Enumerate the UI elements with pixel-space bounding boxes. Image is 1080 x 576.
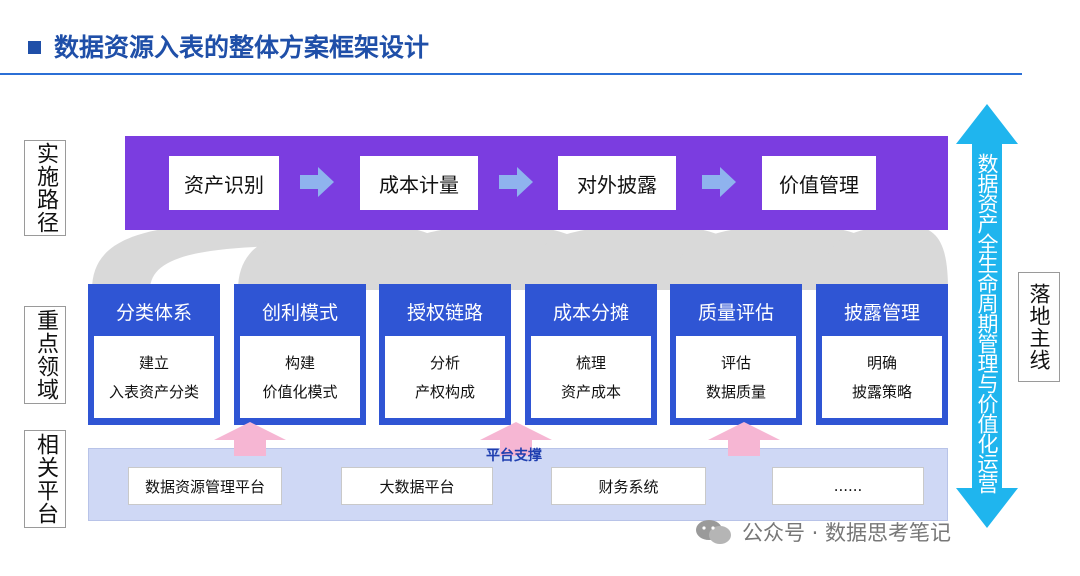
step-asset-identification: 资产识别 <box>169 156 279 210</box>
domain-card-body: 评估 数据质量 <box>676 336 796 418</box>
platform-item: 财务系统 <box>551 467 706 505</box>
step-cost-measurement: 成本计量 <box>360 156 478 210</box>
main-line-label-text: 落地主线 <box>1027 283 1051 371</box>
domain-card-authorization: 授权链路 分析 产权构成 <box>379 284 511 425</box>
domain-card-title: 授权链路 <box>406 302 483 324</box>
domain-card-body: 构建 价值化模式 <box>240 336 360 418</box>
domain-card-line: 分析 <box>429 354 460 372</box>
domain-card-title: 成本分摊 <box>552 302 629 324</box>
domain-card-line: 价值化模式 <box>262 383 338 401</box>
domain-card-body: 明确 披露策略 <box>822 336 942 418</box>
domain-card-title: 质量评估 <box>697 302 774 324</box>
up-arrow-icon <box>480 422 552 456</box>
platform-support-title: 平台支撑 <box>486 448 542 464</box>
page-title: 数据资源入表的整体方案框架设计 <box>54 33 430 62</box>
domain-card-line: 入表资产分类 <box>108 383 199 401</box>
domain-card-line: 明确 <box>866 354 897 372</box>
label-related-platforms-text: 相关平台 <box>33 433 58 525</box>
domain-card-body: 分析 产权构成 <box>385 336 505 418</box>
label-related-platforms: 相关平台 <box>24 430 66 528</box>
title-divider <box>0 73 1022 75</box>
domain-card-body: 建立 入表资产分类 <box>94 336 214 418</box>
platform-item: 大数据平台 <box>341 467 493 505</box>
platform-item: ...... <box>772 467 924 505</box>
platform-item: 数据资源管理平台 <box>128 467 282 505</box>
domain-card-line: 建立 <box>138 354 169 372</box>
up-arrow-icon <box>708 422 780 456</box>
domain-card-line: 披露策略 <box>851 383 912 401</box>
right-arrow-icon <box>300 167 334 197</box>
main-line-label: 落地主线 <box>1018 272 1060 382</box>
up-arrow-icon <box>214 422 286 456</box>
domain-card-line: 产权构成 <box>414 383 475 401</box>
step-value-management: 价值管理 <box>762 156 876 210</box>
watermark-text: 公众号 · 数据思考笔记 <box>742 521 952 545</box>
double-vertical-arrow-icon <box>956 104 1018 528</box>
label-implementation-path: 实施路径 <box>24 140 66 236</box>
label-key-domains-text: 重点领域 <box>33 309 58 401</box>
domain-card-classification: 分类体系 建立 入表资产分类 <box>88 284 220 425</box>
domain-card-line: 资产成本 <box>560 383 621 401</box>
domain-card-line: 构建 <box>284 354 315 372</box>
right-arrow-icon <box>499 167 533 197</box>
wechat-icon <box>696 520 731 544</box>
domain-card-cost-allocation: 成本分摊 梳理 资产成本 <box>525 284 657 425</box>
domain-card-disclosure: 披露管理 明确 披露策略 <box>816 284 948 425</box>
watermark: 公众号 · 数据思考笔记 <box>694 517 951 547</box>
domain-card-line: 数据质量 <box>705 383 766 401</box>
label-implementation-path-text: 实施路径 <box>33 142 58 234</box>
domain-card-title: 分类体系 <box>115 302 192 324</box>
domain-card-title: 创利模式 <box>261 302 338 324</box>
arch-connector <box>820 226 948 290</box>
step-external-disclosure: 对外披露 <box>558 156 676 210</box>
domain-card-profit-model: 创利模式 构建 价值化模式 <box>234 284 366 425</box>
domain-card-line: 梳理 <box>575 354 606 372</box>
main-line-arrow-text: 数据资产全生命周期管理与价值化运营 <box>975 153 999 493</box>
square-bullet-icon <box>28 41 41 54</box>
domain-card-body: 梳理 资产成本 <box>531 336 651 418</box>
domain-card-title: 披露管理 <box>843 302 920 324</box>
right-arrow-icon <box>702 167 736 197</box>
domain-card-line: 评估 <box>720 354 751 372</box>
domain-card-quality: 质量评估 评估 数据质量 <box>670 284 802 425</box>
label-key-domains: 重点领域 <box>24 306 66 404</box>
